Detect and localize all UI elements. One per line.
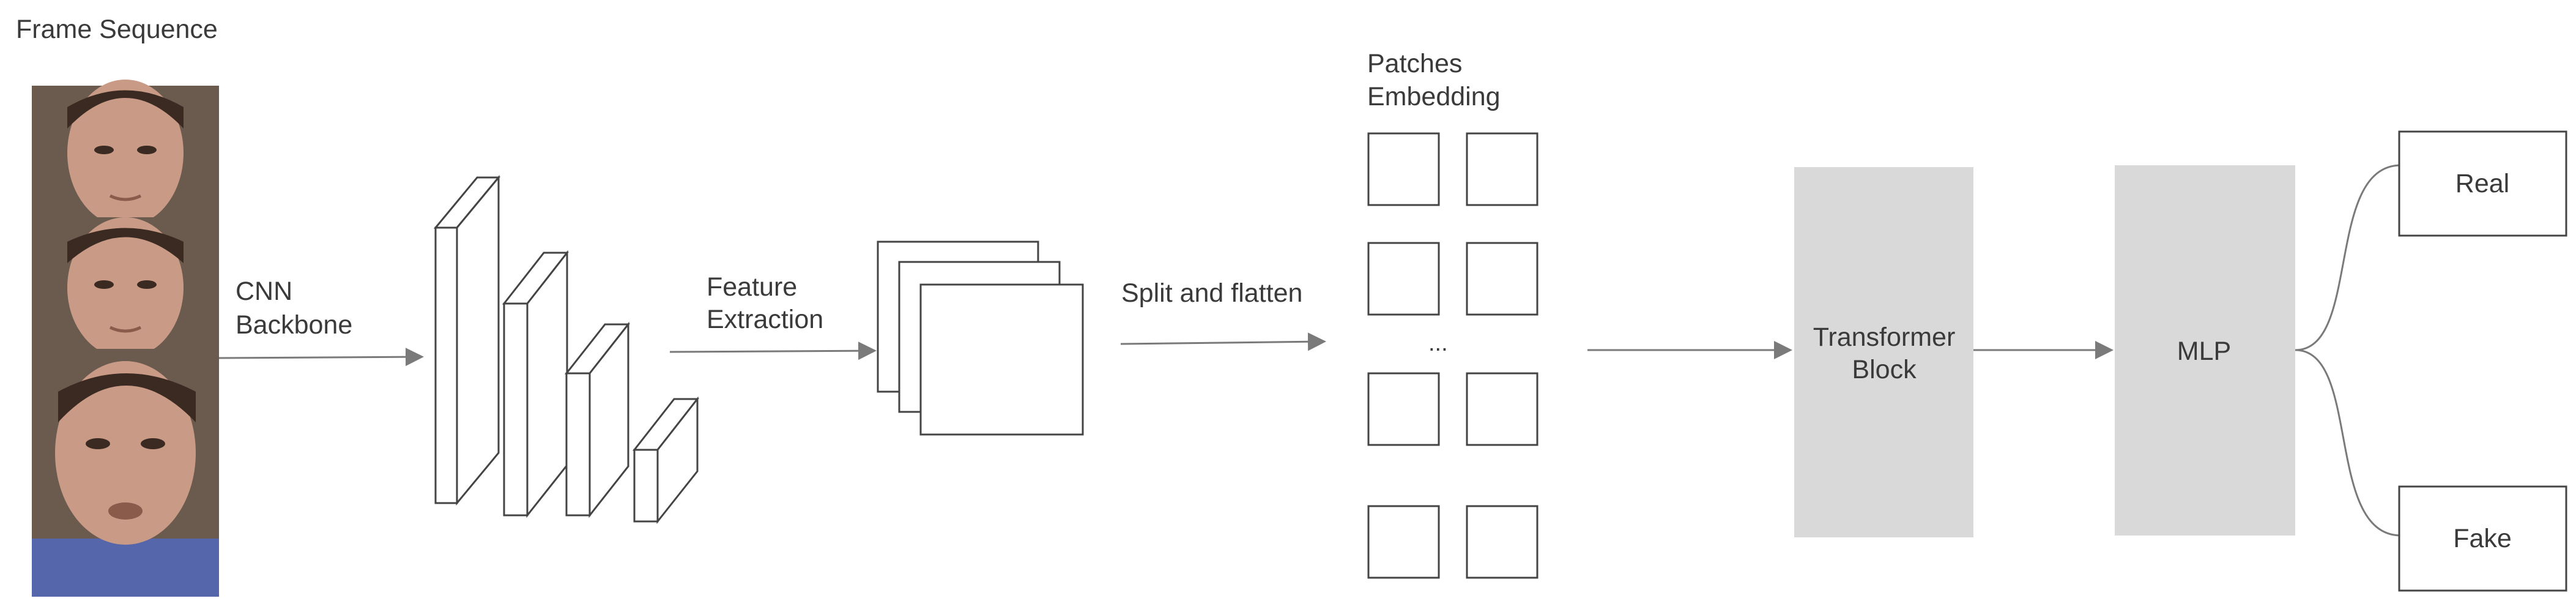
frame-sequence-title: Frame Sequence [16,15,218,44]
patch-r2c1 [1367,242,1440,316]
cnn-label-line1: CNN [236,277,292,306]
feature-maps [877,241,1084,436]
patches-label-line1: Patches [1367,49,1462,78]
patches-ellipsis: ... [1428,330,1448,356]
cnn-block-2 [502,250,570,518]
patch-grid [1367,132,1539,579]
real-box [2398,130,2567,237]
face-frame-1 [32,80,219,226]
patch-r1c1 [1367,132,1440,206]
cnn-block-3 [564,321,631,518]
feature-map-3 [919,283,1084,436]
transformer-label-line1: Transformer [1813,323,1956,352]
arrow-split [1120,332,1326,351]
branch-to-real [2295,164,2402,351]
fake-box [2398,485,2567,592]
patches-label-line2: Embedding [1367,82,1501,111]
arrow-cnn [218,348,424,367]
mlp-label: MLP [2177,337,2231,366]
fake-label: Fake [2453,524,2512,553]
cnn-block-1 [433,174,501,506]
frame-sequence [32,80,219,597]
patch-r3c2 [1466,372,1539,446]
mlp-block [2115,165,2295,536]
branch-to-fake [2295,349,2402,537]
patch-r4c2 [1466,505,1539,579]
cnn-block-4 [632,396,700,524]
transformer-block [1794,167,1973,537]
cnn-backbone-blocks [433,174,700,524]
transformer-label-line2: Block [1852,355,1917,384]
face-frame-2 [32,217,219,358]
patch-r2c2 [1466,242,1539,316]
real-label: Real [2455,169,2509,198]
patch-r1c2 [1466,132,1539,206]
feature-label-line1: Feature [707,272,797,302]
patch-r3c1 [1367,372,1440,446]
feature-label-line2: Extraction [707,305,823,334]
face-frame-3 [32,349,219,597]
cnn-label-line2: Backbone [236,310,352,340]
patch-r4c1 [1367,505,1440,579]
split-label: Split and flatten [1121,278,1302,308]
arrow-feature [669,341,877,360]
